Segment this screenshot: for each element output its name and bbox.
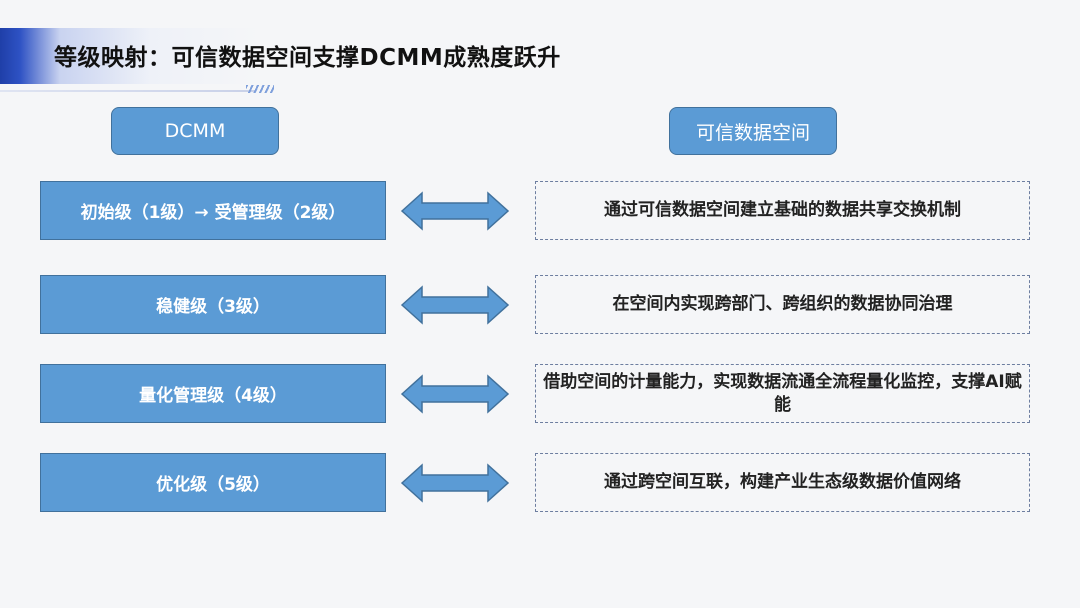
title-accent-bar bbox=[0, 28, 640, 84]
level-box-3: 稳健级（3级） bbox=[40, 275, 386, 334]
double-arrow-icon bbox=[400, 374, 510, 414]
description-box-1-2: 通过可信数据空间建立基础的数据共享交换机制 bbox=[535, 181, 1030, 240]
title-underline bbox=[0, 90, 255, 92]
description-box-4: 借助空间的计量能力，实现数据流通全流程量化监控，支撑AI赋能 bbox=[535, 364, 1030, 423]
header-trusted-data-space: 可信数据空间 bbox=[669, 107, 837, 155]
decorative-stripes bbox=[246, 85, 274, 93]
level-box-5: 优化级（5级） bbox=[40, 453, 386, 512]
double-arrow-icon bbox=[400, 191, 510, 231]
level-box-4: 量化管理级（4级） bbox=[40, 364, 386, 423]
double-arrow-icon bbox=[400, 463, 510, 503]
level-box-1-2: 初始级（1级）→ 受管理级（2级） bbox=[40, 181, 386, 240]
description-box-5: 通过跨空间互联，构建产业生态级数据价值网络 bbox=[535, 453, 1030, 512]
page-title: 等级映射：可信数据空间支撑DCMM成熟度跃升 bbox=[54, 45, 561, 71]
description-box-3: 在空间内实现跨部门、跨组织的数据协同治理 bbox=[535, 275, 1030, 334]
double-arrow-icon bbox=[400, 285, 510, 325]
header-dcmm: DCMM bbox=[111, 107, 279, 155]
